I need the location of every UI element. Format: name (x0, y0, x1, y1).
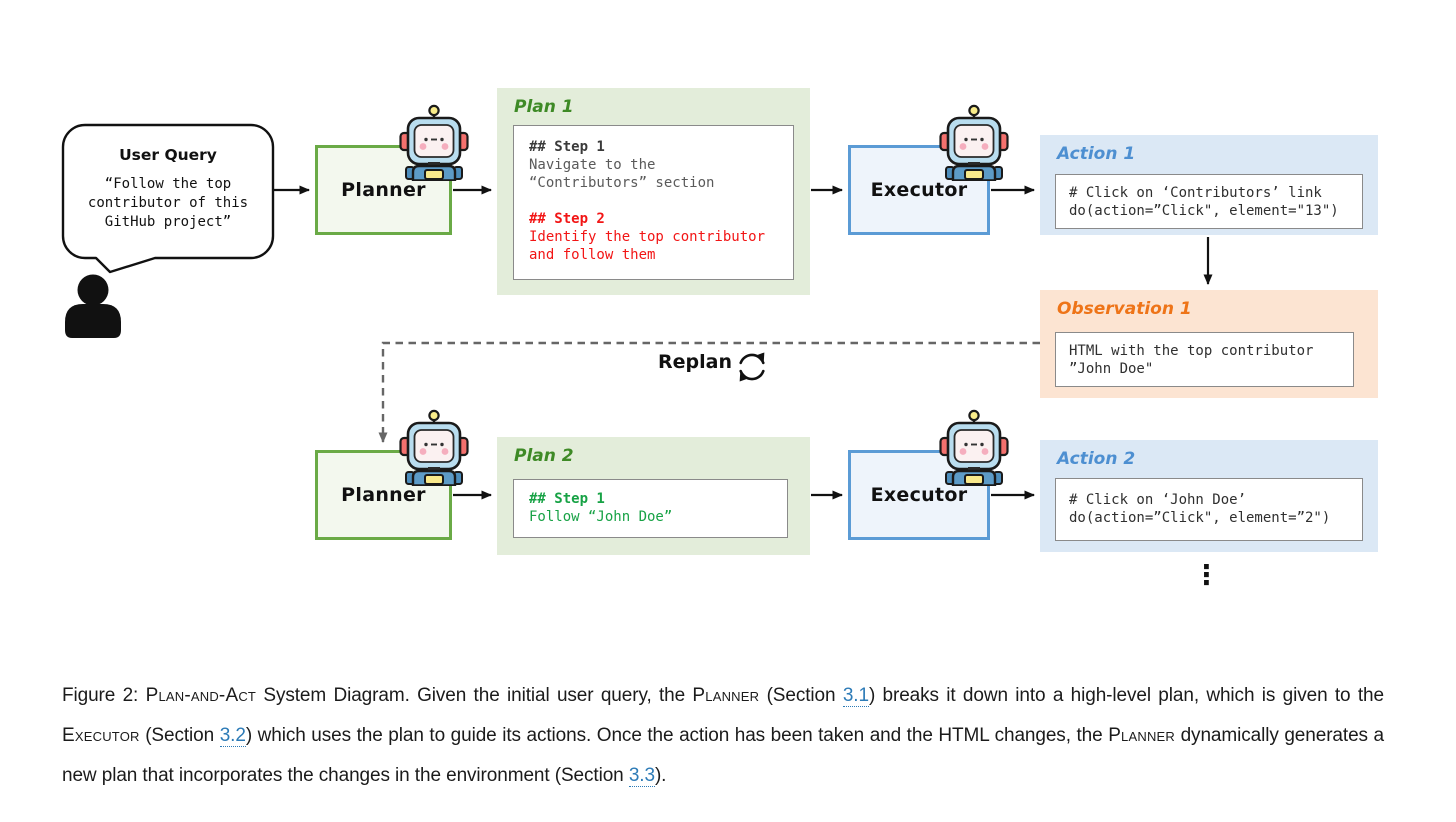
replan-label: Replan (658, 351, 732, 373)
action2-codebox: # Click on ‘John Doe’ do(action=”Click",… (1055, 478, 1363, 541)
user-query-title: User Query (119, 146, 217, 164)
caption-text: dynamically generates a new plan that in… (62, 725, 1384, 786)
robot-icon (939, 408, 1009, 486)
plan2-step1-line: Follow “John Doe” (529, 509, 673, 525)
plan2-codebox: ## Step 1 Follow “John Doe” (513, 479, 788, 538)
caption-text: (Section (139, 725, 220, 746)
caption-smallcaps: Executor (62, 725, 140, 746)
action2-title: Action 2 (1057, 449, 1136, 469)
plan1-step1-line: Navigate to the (529, 157, 656, 173)
caption-smallcaps: Plan-and-Act (145, 685, 257, 706)
observation1-panel: Observation 1 HTML with the top contribu… (1040, 290, 1378, 398)
plan1-step2-header: ## Step 2 (529, 211, 605, 227)
user-query-line: “Follow the top (104, 176, 232, 192)
planner-label: Planner (341, 484, 426, 506)
caption-text: ). (654, 765, 667, 786)
section-link-3-1[interactable]: 3.1 (842, 685, 869, 707)
robot-icon (399, 103, 469, 181)
action1-code-line: do(action=”Click", element="13") (1069, 203, 1339, 219)
caption-smallcaps: Planner (692, 685, 760, 706)
caption-smallcaps: Planner (1108, 725, 1175, 746)
replan-cycle-icon (739, 352, 765, 382)
section-link-3-3[interactable]: 3.3 (628, 765, 655, 787)
user-icon (65, 274, 121, 338)
plan1-step2-line: Identify the top contributor (529, 229, 766, 245)
section-link-3-2[interactable]: 3.2 (219, 725, 246, 747)
action2-panel: Action 2 # Click on ‘John Doe’ do(action… (1040, 440, 1378, 552)
caption-text: Figure 2: (62, 685, 146, 706)
action2-code-line: # Click on ‘John Doe’ (1069, 492, 1247, 508)
user-query-bubble: User Query “Follow the top contributor o… (63, 125, 273, 232)
user-query-line: GitHub project” (104, 214, 232, 230)
planner-label: Planner (341, 179, 426, 201)
user-query-line: contributor of this (87, 195, 249, 211)
caption-text: ) which uses the plan to guide its actio… (245, 725, 1109, 746)
observation1-code-line: HTML with the top contributor (1069, 343, 1314, 359)
plan1-step2-line: and follow them (529, 247, 656, 263)
executor-label: Executor (870, 484, 968, 506)
robot-icon (399, 408, 469, 486)
plan1-codebox: ## Step 1 Navigate to the “Contributors”… (513, 125, 794, 280)
plan2-step1-header: ## Step 1 (529, 491, 605, 507)
observation1-title: Observation 1 (1057, 299, 1192, 319)
observation1-code-line: ”John Doe" (1069, 361, 1154, 377)
action1-title: Action 1 (1057, 144, 1136, 164)
action1-code-line: # Click on ‘Contributors’ link (1069, 185, 1322, 201)
continuation-ellipsis: ⋮ (1193, 560, 1220, 591)
observation1-codebox: HTML with the top contributor ”John Doe" (1055, 332, 1354, 387)
robot-icon (939, 103, 1009, 181)
action1-codebox: # Click on ‘Contributors’ link do(action… (1055, 174, 1363, 229)
plan1-panel: Plan 1 ## Step 1 Navigate to the “Contri… (497, 88, 810, 295)
executor-label: Executor (870, 179, 968, 201)
planner-box-1: Planner (315, 145, 452, 235)
action2-code-line: do(action=”Click", element=”2") (1069, 510, 1331, 526)
caption-text: (Section (759, 685, 843, 706)
action1-panel: Action 1 # Click on ‘Contributors’ link … (1040, 135, 1378, 235)
caption-text: System Diagram. Given the initial user q… (256, 685, 693, 706)
plan1-step1-line: “Contributors” section (529, 175, 715, 191)
plan2-title: Plan 2 (514, 446, 574, 466)
plan2-panel: Plan 2 ## Step 1 Follow “John Doe” (497, 437, 810, 555)
caption-text: ) breaks it down into a high-level plan,… (868, 685, 1384, 706)
figure-caption: Figure 2: Plan-and-Act System Diagram. G… (62, 676, 1384, 796)
plan1-title: Plan 1 (514, 97, 574, 117)
plan1-step1-header: ## Step 1 (529, 139, 605, 155)
